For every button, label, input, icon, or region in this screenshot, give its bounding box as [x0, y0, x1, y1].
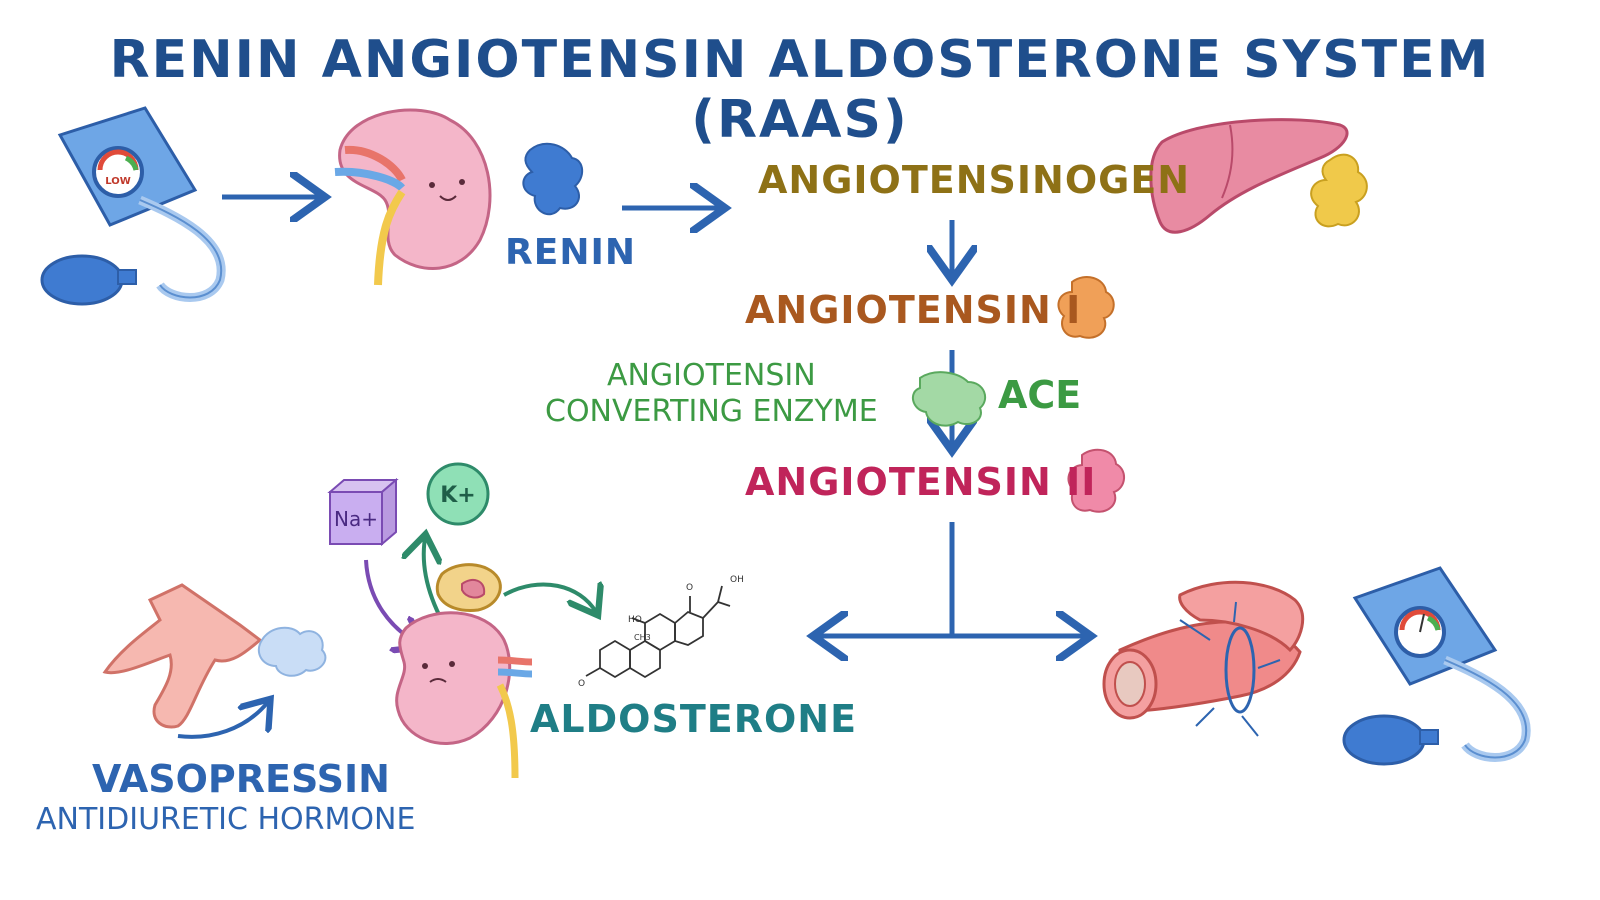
ace-full-name-label: ANGIOTENSIN CONVERTING ENZYME: [545, 358, 878, 430]
molecule-label-o-ketone: O: [578, 679, 585, 689]
diagram-title: RENIN ANGIOTENSIN ALDOSTERONE SYSTEM (RA…: [109, 30, 1491, 150]
potassium-ion-icon: K+: [426, 462, 490, 526]
arrow-pituitary-to-vasopressin: [177, 702, 268, 739]
vasopressin-particle-icon: [257, 626, 327, 677]
antidiuretic-hormone-label: ANTIDIURETIC HORMONE: [36, 802, 416, 837]
kidney-icon: [334, 108, 492, 286]
arrow-adrenal-to-aldosterone: [503, 584, 596, 612]
molecule-label-o: O: [686, 583, 693, 593]
renin-label: RENIN: [505, 232, 636, 273]
aldosterone-molecule-icon: HO CH3 OH O O: [578, 575, 744, 689]
gauge-low-text: LOW: [105, 176, 131, 187]
kidney-adrenal-icon: [395, 563, 533, 779]
molecule-label-oh: OH: [730, 575, 744, 585]
ace-full-name-line2: CONVERTING ENZYME: [545, 394, 878, 429]
liver-lobe-line: [1221, 124, 1234, 199]
pituitary-gland-icon: [102, 583, 263, 729]
molecule-label-ch3: CH3: [634, 633, 651, 642]
angiotensin-2-label: ANGIOTENSIN II: [745, 460, 1097, 504]
sodium-ion-icon: Na+: [327, 477, 399, 547]
ace-full-name-line1: ANGIOTENSIN: [606, 358, 816, 393]
bp-cuff-low-icon: LOW: [40, 106, 226, 306]
angiotensin-1-protein-icon: [1057, 276, 1115, 339]
arrow-ang2-branch: [818, 522, 1086, 636]
ace-label: ACE: [998, 373, 1082, 417]
renin-protein-icon: [522, 142, 584, 216]
bp-cuff-normal-icon: [1342, 566, 1531, 766]
aldosterone-label: ALDOSTERONE: [530, 697, 858, 741]
sodium-ion-label: Na+: [334, 507, 378, 531]
ace-enzyme-icon: [911, 371, 987, 427]
angiotensinogen-label: ANGIOTENSINOGEN: [758, 158, 1191, 202]
potassium-ion-label: K+: [440, 483, 475, 508]
liver-icon: [1149, 118, 1349, 234]
angiotensin-2-protein-icon: [1067, 448, 1125, 513]
vasopressin-label: VASOPRESSIN: [92, 757, 390, 801]
angiotensinogen-protein-icon: [1310, 153, 1368, 228]
angiotensin-1-label: ANGIOTENSIN I: [745, 288, 1082, 332]
blood-vessel-icon: [1102, 580, 1305, 737]
molecule-label-ho: HO: [628, 615, 642, 625]
